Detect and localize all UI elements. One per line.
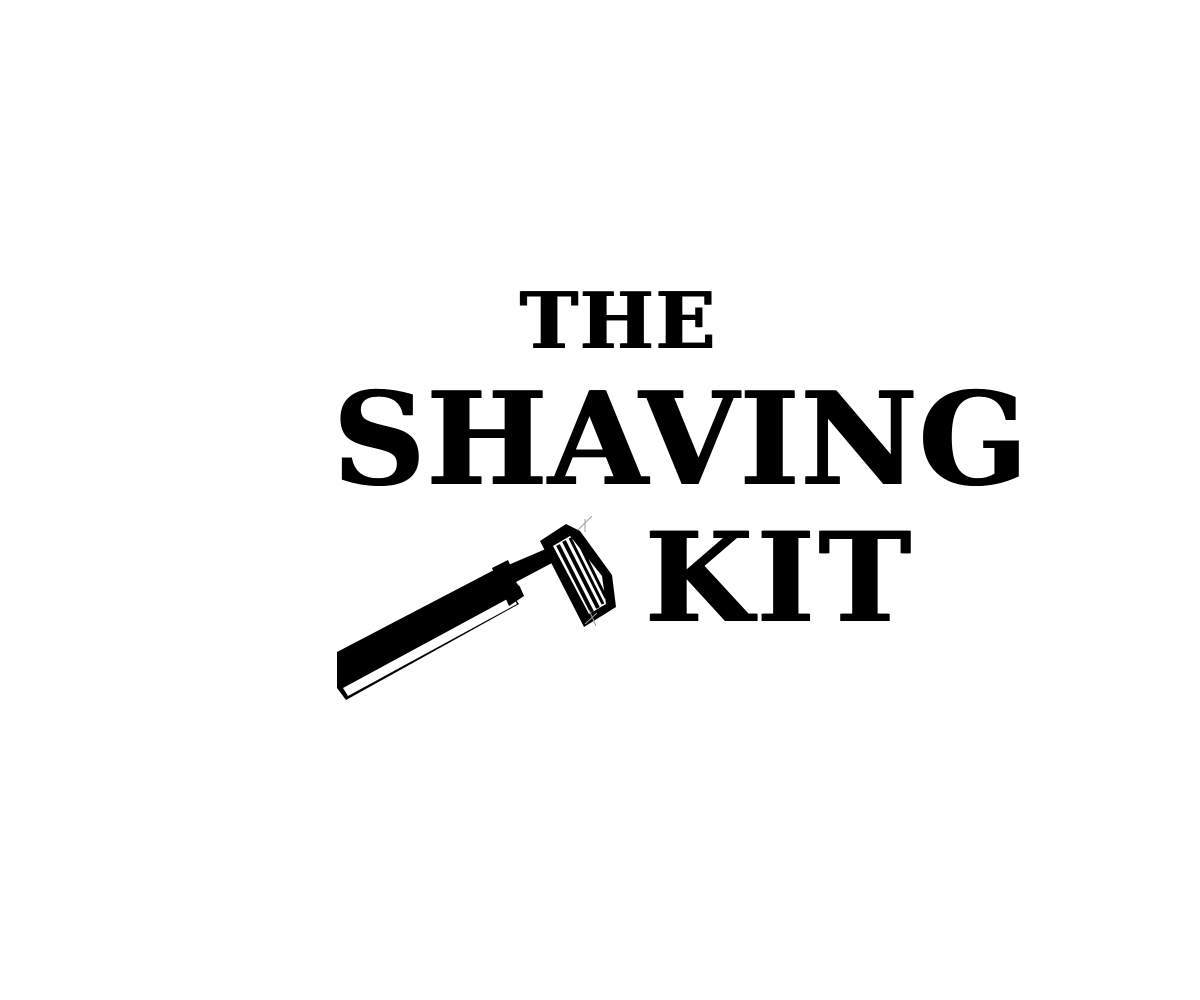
logo-word-the: THE bbox=[520, 276, 718, 367]
razor-head bbox=[540, 524, 616, 627]
razor-handle bbox=[337, 560, 524, 700]
razor-neck bbox=[506, 548, 556, 586]
sparkle-icon bbox=[577, 515, 598, 627]
